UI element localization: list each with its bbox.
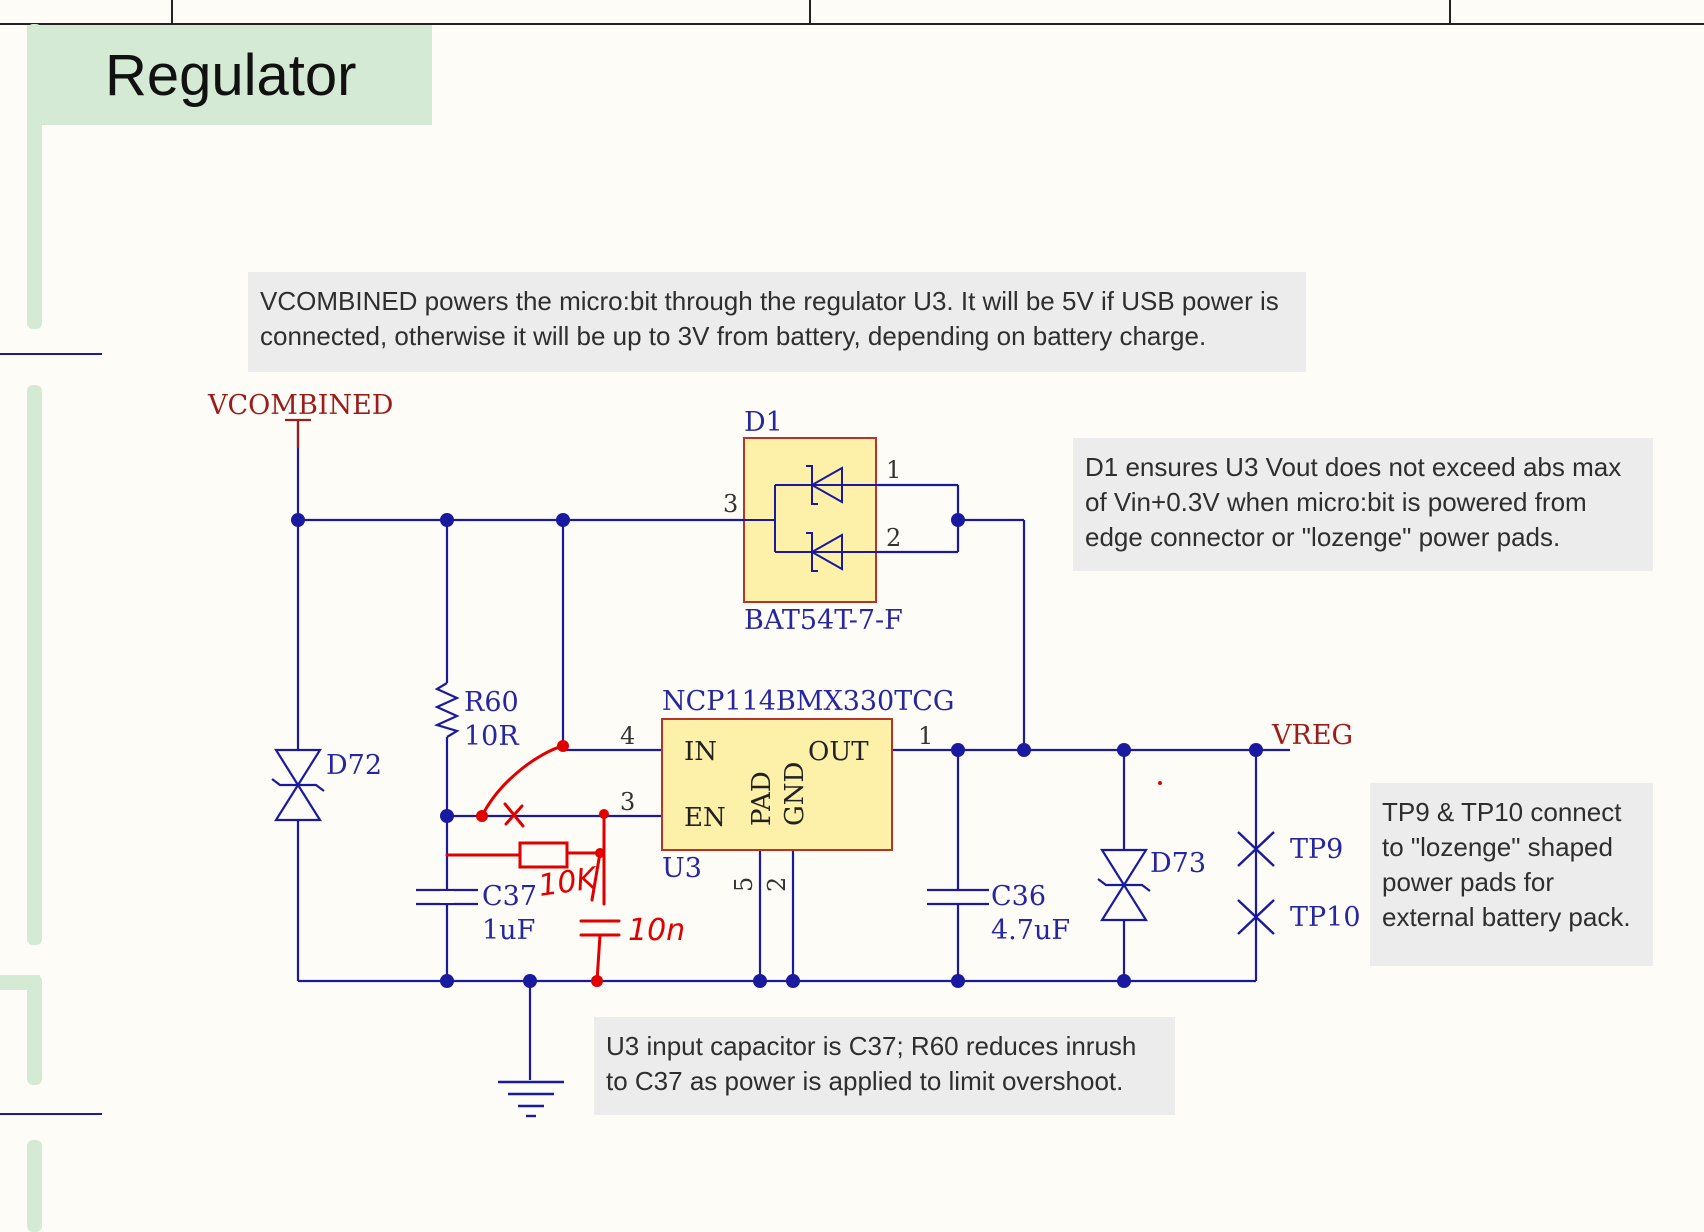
u3-pin-en: 3 xyxy=(620,788,635,816)
ground-icon xyxy=(498,1080,564,1118)
d1-pin1: 1 xyxy=(886,456,901,484)
d72-symbol xyxy=(271,748,325,822)
c37-value: 1uF xyxy=(482,915,535,946)
d72-ref: D72 xyxy=(326,750,382,781)
c36-ref: C36 xyxy=(991,881,1046,912)
note-d1: D1 ensures U3 Vout does not exceed abs m… xyxy=(1073,438,1653,571)
u3-pin-pad: 5 xyxy=(730,877,758,892)
note-vcombined: VCOMBINED powers the micro:bit through t… xyxy=(248,272,1306,372)
handwritten-dots xyxy=(476,740,1162,987)
d1-symbol xyxy=(712,437,878,603)
u3-symbol xyxy=(661,718,893,851)
d1-pin3: 3 xyxy=(723,490,738,518)
offpage-lines xyxy=(0,353,102,1115)
tp10-ref: TP10 xyxy=(1290,902,1361,933)
d73-ref: D73 xyxy=(1150,848,1206,879)
u3-ref: U3 xyxy=(662,853,702,884)
section-title: Regulator xyxy=(105,43,357,108)
u3-out-label: OUT xyxy=(808,737,869,767)
r60-ref: R60 xyxy=(464,687,519,718)
r60-value: 10R xyxy=(464,721,519,752)
vcombined-label: VCOMBINED xyxy=(207,390,393,421)
tp9-ref: TP9 xyxy=(1290,834,1343,865)
tp10-symbol xyxy=(1237,899,1275,935)
sheet-frame xyxy=(0,0,1704,25)
u3-part: NCP114BMX330TCG xyxy=(662,686,954,717)
d1-ref: D1 xyxy=(744,407,783,438)
vcombined-port xyxy=(285,418,311,448)
u3-in-label: IN xyxy=(684,737,717,767)
u3-en-label: EN xyxy=(684,803,726,833)
d1-pin2: 2 xyxy=(886,524,901,552)
u3-gnd-label: GND xyxy=(780,762,810,826)
note-u3: U3 input capacitor is C37; R60 reduces i… xyxy=(594,1017,1175,1115)
d73-symbol xyxy=(1097,848,1151,922)
note-tp: TP9 & TP10 connect to "lozenge" shaped p… xyxy=(1370,783,1653,966)
handwritten-resistor-value: 10K xyxy=(536,861,600,904)
handwritten-capacitor-value: 10n xyxy=(628,913,685,948)
section-title-box xyxy=(27,24,432,125)
r60-symbol xyxy=(433,682,460,738)
c37-ref: C37 xyxy=(482,881,537,912)
u3-pin-in: 4 xyxy=(620,722,635,750)
wires xyxy=(296,420,1290,1080)
handwritten-modification xyxy=(445,744,621,983)
section-border-bars xyxy=(0,24,42,1232)
d1-part: BAT54T-7-F xyxy=(744,605,903,636)
u3-pin-out: 1 xyxy=(918,722,933,750)
u3-pad-label: PAD xyxy=(747,771,777,826)
c36-value: 4.7uF xyxy=(991,915,1070,946)
u3-pin-gnd: 2 xyxy=(763,877,791,892)
vreg-label: VREG xyxy=(1271,720,1353,751)
c36-symbol xyxy=(927,888,989,906)
c37-symbol xyxy=(416,888,478,906)
junctions xyxy=(291,513,1263,988)
tp9-symbol xyxy=(1237,831,1275,867)
